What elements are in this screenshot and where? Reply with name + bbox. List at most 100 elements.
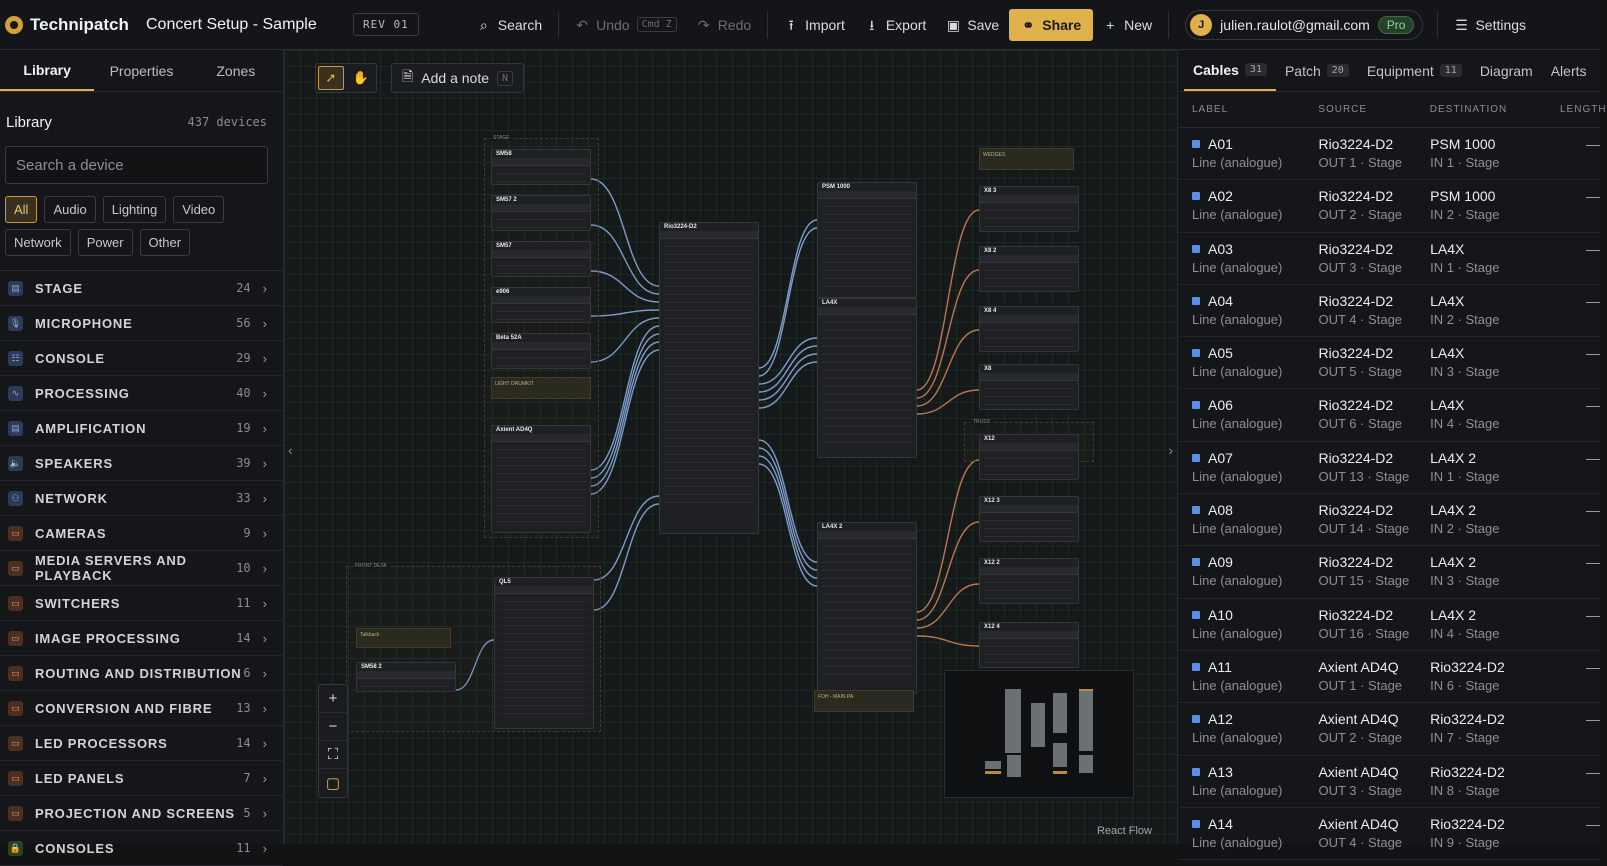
filter-lighting[interactable]: Lighting [102, 196, 167, 223]
device-node[interactable]: Axient AD4Q [491, 425, 591, 533]
cable-wire[interactable] [916, 521, 980, 621]
collapse-right-icon[interactable]: › [1168, 442, 1173, 458]
device-node[interactable]: Rio3224-D2 [659, 222, 759, 534]
device-node[interactable]: X8 4 [979, 306, 1079, 352]
zoom-out-button[interactable]: − [319, 713, 347, 741]
brand[interactable]: Technipatch [0, 15, 140, 35]
device-search-input[interactable] [5, 146, 268, 184]
zoom-in-button[interactable]: + [319, 685, 347, 713]
cable-wire[interactable] [916, 635, 980, 647]
fit-view-button[interactable]: ⛶ [319, 741, 347, 769]
cable-wire[interactable] [590, 178, 660, 287]
cable-wire[interactable] [758, 219, 818, 369]
filter-network[interactable]: Network [5, 229, 71, 256]
cable-wire[interactable] [758, 337, 818, 385]
canvas-note[interactable]: LIGHT DRUMKIT [491, 377, 591, 399]
col-source[interactable]: SOURCE [1318, 104, 1368, 115]
device-node[interactable]: SM58 [491, 149, 591, 185]
cable-wire[interactable] [455, 639, 495, 691]
canvas-note[interactable]: WEDGES [979, 148, 1074, 170]
cable-wire[interactable] [590, 270, 660, 303]
cable-wire[interactable] [916, 583, 980, 629]
tab-zones[interactable]: Zones [216, 62, 256, 79]
cable-wire[interactable] [590, 224, 660, 295]
device-node[interactable]: Beta 52A [491, 333, 591, 369]
cable-wire[interactable] [590, 317, 660, 363]
canvas-note[interactable]: Talkback [356, 628, 451, 648]
device-node[interactable]: X8 2 [979, 246, 1079, 292]
cable-wire[interactable] [916, 209, 980, 391]
cable-wire[interactable] [916, 389, 980, 415]
cable-wire[interactable] [758, 227, 818, 377]
device-node[interactable]: X12 4 [979, 622, 1079, 668]
save-button[interactable]: ▣ Save [946, 16, 1000, 33]
cable-wire[interactable] [758, 353, 818, 401]
cable-wire[interactable] [758, 361, 818, 409]
export-button[interactable]: ⭳ Export [855, 9, 936, 41]
redo-button[interactable]: ↷ Redo [697, 16, 752, 33]
search-button[interactable]: ⌕ Search [467, 9, 552, 41]
select-tool[interactable]: ➚ [318, 66, 344, 90]
settings-button[interactable]: ☰ Settings [1455, 16, 1527, 33]
cable-wire[interactable] [593, 495, 660, 581]
filter-all[interactable]: All [5, 196, 38, 223]
cable-wire[interactable] [758, 345, 818, 393]
device-node[interactable]: X8 [979, 364, 1079, 410]
toggle-interactive-button[interactable]: ▢ [319, 769, 347, 797]
filter-video[interactable]: Video [173, 196, 225, 223]
col-label[interactable]: LABEL [1192, 104, 1229, 115]
cable-wire[interactable] [590, 341, 660, 487]
cable-wire[interactable] [590, 333, 660, 479]
col-length[interactable]: LENGTH [1560, 104, 1607, 115]
minimap[interactable] [944, 670, 1134, 798]
new-button[interactable]: + New [1093, 9, 1162, 41]
cable-wire[interactable] [590, 309, 660, 317]
cable-wire[interactable] [916, 269, 980, 399]
device-node[interactable]: QL5 [494, 577, 594, 729]
cable-wire[interactable] [758, 463, 818, 587]
cable-wire[interactable] [758, 455, 818, 579]
device-node[interactable]: PSM 1000 [817, 182, 917, 298]
canvas-note[interactable]: FOH - MAIN PA [814, 690, 914, 712]
tab-library[interactable]: Library [0, 50, 95, 91]
user-menu[interactable]: J julien.raulot@gmail.com Pro [1185, 9, 1424, 40]
filter-power[interactable]: Power [77, 229, 133, 256]
device-node[interactable]: X12 3 [979, 496, 1079, 542]
add-note-button[interactable]: 🗎 Add a note N [391, 63, 525, 93]
device-node[interactable]: SM57 2 [491, 195, 591, 231]
pan-tool[interactable]: ✋ [348, 66, 374, 90]
device-node[interactable]: X12 [979, 434, 1079, 480]
device-node[interactable]: LA4X 2 [817, 522, 917, 694]
project-title[interactable]: Concert Setup - Sample [146, 15, 317, 33]
cable-wire[interactable] [758, 447, 818, 571]
device-node[interactable]: X12 2 [979, 558, 1079, 604]
cable-wire[interactable] [593, 503, 660, 611]
cable-wire[interactable] [916, 459, 980, 613]
import-button[interactable]: ⭱ Import [774, 9, 855, 41]
share-button[interactable]: ⚭ Share [1009, 8, 1094, 41]
device-node[interactable]: e906 [491, 287, 591, 323]
